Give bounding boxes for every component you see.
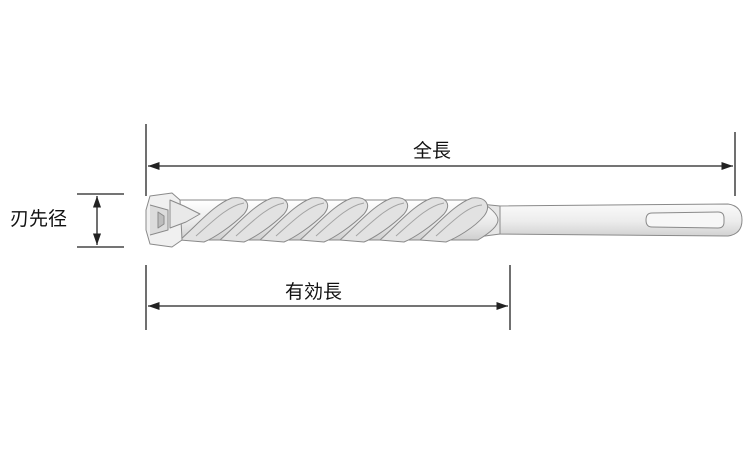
tip-insert [169,199,201,229]
shank-groove [645,211,725,229]
overall-length-label: 全長 [413,140,452,162]
overall-length-dimension [145,124,736,196]
effective-length-dimension [145,265,511,330]
flute-highlights [195,202,483,237]
bit-shank [487,203,743,237]
cutting-diameter-label: 刃先径 [10,208,68,230]
drill-bit [145,192,743,248]
tip-facet [157,211,165,229]
diameter-dimension [77,193,124,248]
effective-length-label: 有効長 [285,281,343,303]
